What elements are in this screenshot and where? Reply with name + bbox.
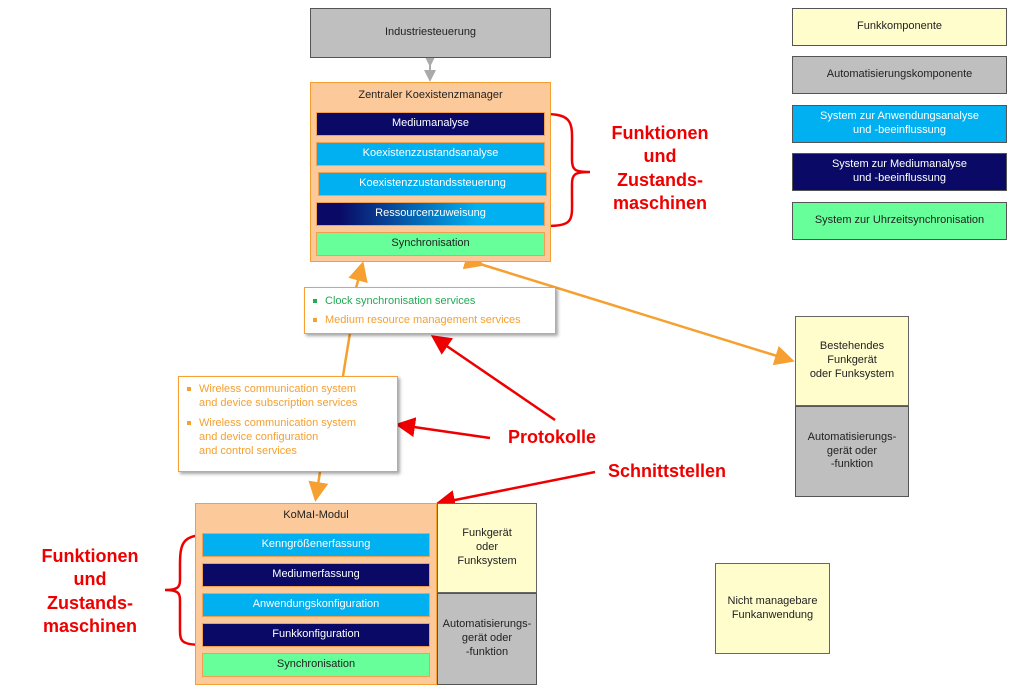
- arrow-interface: [435, 470, 596, 510]
- annotation-line: Zustands-: [46, 592, 133, 613]
- function-label: Koexistenzzustandssteuerung: [359, 177, 506, 190]
- annotation-line: maschinen: [42, 616, 138, 637]
- function-label: Koexistenzzustandsanalyse: [362, 147, 499, 160]
- annotation-line: und: [643, 146, 677, 167]
- existing-automation-device: Automatisierungs- gerät oder -funktion: [795, 406, 909, 497]
- central-manager-title: Zentraler Koexistenzmanager: [358, 89, 503, 101]
- link-services-upper-lower: [341, 332, 352, 377]
- function-koexistenzzustandssteuerung: Koexistenzzustandssteuerung: [318, 172, 547, 196]
- legend-label: Funkkomponente: [857, 20, 942, 33]
- arrow-services-to-manager: [348, 261, 368, 289]
- function-label: Funkkonfiguration: [272, 628, 360, 641]
- service-configuration: Wireless communication system and device…: [183, 416, 393, 459]
- services-upper-callout: Clock synchronisation services Medium re…: [304, 287, 556, 334]
- existing-radio-device: Bestehendes Funkgerät oder Funksystem: [795, 316, 909, 406]
- function-label: Anwendungskonfiguration: [252, 598, 380, 611]
- brace-bottom: [164, 533, 206, 647]
- annotation-protocols: Protokolle: [508, 427, 597, 447]
- service-medium-resource: Medium resource management services: [309, 313, 551, 327]
- annotation-line: Funktionen: [41, 546, 139, 566]
- function-mediumanalyse: Mediumanalyse: [316, 112, 545, 136]
- function-funkkonfiguration: Funkkonfiguration: [202, 623, 430, 647]
- komal-module-title: KoMaI-Modul: [283, 509, 349, 521]
- annotation-interfaces: Schnittstellen: [608, 461, 727, 481]
- legend-label: Automatisierungskomponente: [826, 68, 973, 81]
- function-kenngroessenerfassung: Kenngrößenerfassung: [202, 533, 430, 557]
- komal-automation-device: Automatisierungs- gerät oder -funktion: [437, 593, 537, 685]
- unmanaged-radio-application: Nicht managebare Funkanwendung: [715, 563, 830, 654]
- function-label: Mediumerfassung: [272, 568, 360, 581]
- arrow-manager-existing-device: [462, 250, 795, 366]
- annotation-line: Zustands-: [616, 169, 703, 190]
- arrow-protocol-upper: [430, 335, 556, 422]
- service-subscription: Wireless communication system and device…: [183, 382, 393, 411]
- function-label: Ressourcenzuweisung: [375, 207, 486, 220]
- function-koexistenzzustandsanalyse: Koexistenzzustandsanalyse: [316, 142, 545, 166]
- industrial-controller: Industriesteuerung: [310, 8, 551, 58]
- function-synchronisation-komal: Synchronisation: [202, 653, 430, 677]
- komal-radio-device: Funkgerät oder Funksystem: [437, 503, 537, 593]
- annotation-line: maschinen: [612, 193, 708, 214]
- annotation-line: und: [73, 569, 107, 590]
- function-label: Synchronisation: [391, 237, 470, 250]
- service-clock-sync: Clock synchronisation services: [309, 294, 551, 308]
- legend-item-automation-component: Automatisierungskomponente: [792, 56, 1007, 94]
- annotation-line: Funktionen: [611, 123, 709, 143]
- legend-item-time-sync: System zur Uhrzeitsynchronisation: [792, 202, 1007, 240]
- legend-item-radio-component: Funkkomponente: [792, 8, 1007, 46]
- function-ressourcenzuweisung: Ressourcenzuweisung: [316, 202, 545, 226]
- function-mediumerfassung: Mediumerfassung: [202, 563, 430, 587]
- annotation-functions-bottom: Funktionen und Zustands- maschinen: [25, 545, 155, 639]
- services-lower-callout: Wireless communication system and device…: [178, 376, 398, 472]
- function-anwendungskonfiguration: Anwendungskonfiguration: [202, 593, 430, 617]
- arrow-lower-to-komal: [308, 471, 329, 502]
- brace-top: [544, 112, 591, 228]
- legend-label: System zur Uhrzeitsynchronisation: [814, 214, 985, 227]
- function-label: Mediumanalyse: [391, 117, 470, 130]
- industrial-controller-label: Industriesteuerung: [384, 26, 477, 39]
- function-label: Kenngrößenerfassung: [261, 538, 371, 551]
- function-synchronisation-manager: Synchronisation: [316, 232, 545, 256]
- arrow-protocol-lower: [395, 417, 491, 440]
- annotation-functions-top: Funktionen und Zustands- maschinen: [600, 122, 720, 216]
- function-label: Synchronisation: [276, 658, 356, 671]
